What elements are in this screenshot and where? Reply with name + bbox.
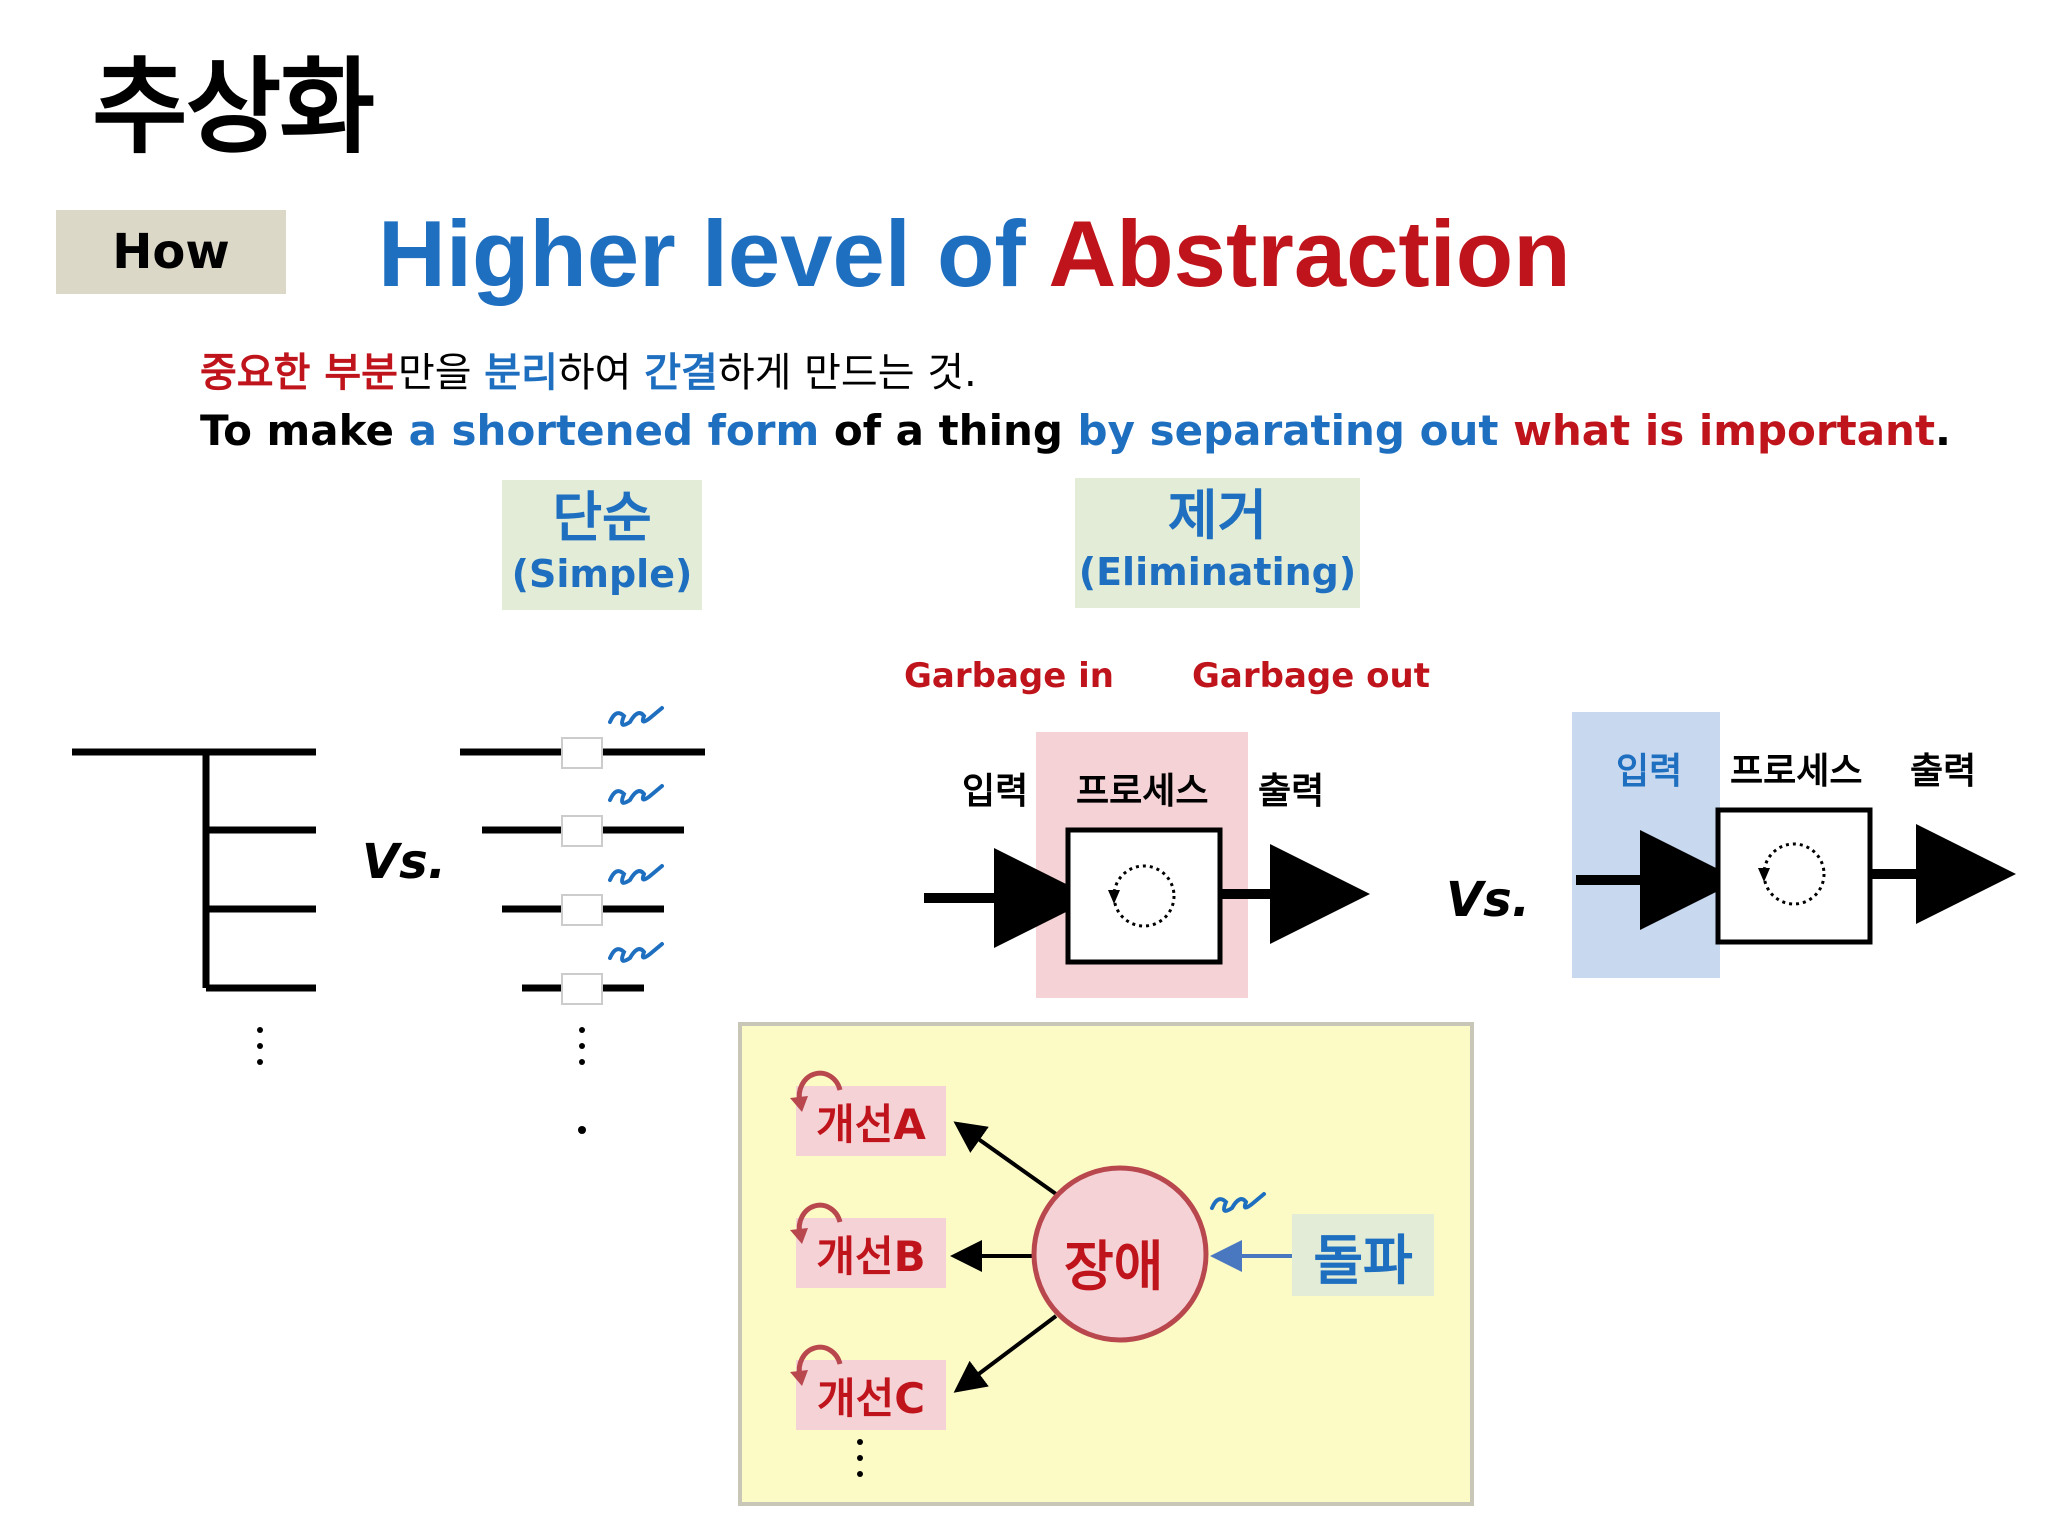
left-process-label: 프로세스 — [1076, 771, 1209, 812]
spiral-icon — [608, 864, 664, 885]
right-process-label: 프로세스 — [1730, 751, 1863, 792]
subtitle-ko-text3: 하게 만드는 것. — [717, 350, 977, 396]
subtitle-en-shortened: a shortened form — [408, 406, 820, 455]
eliminating-box: 제거 (Eliminating) — [1075, 478, 1360, 608]
separated-lines-diagram — [460, 748, 705, 992]
garbage-in-label: Garbage in — [904, 656, 1114, 696]
spiral-icon — [608, 784, 664, 805]
loop-icon — [796, 1070, 843, 1377]
right-input-label: 입력 — [1616, 751, 1683, 792]
improvement-a-label: 개선A — [816, 1099, 926, 1149]
subtitle-en-period: . — [1935, 406, 1951, 455]
headline: Higher level of Abstraction — [378, 200, 1571, 308]
simple-label-en: (Simple) — [511, 552, 693, 596]
cycle-icon — [1758, 842, 1826, 906]
subtitle-en-text2: of a thing — [819, 406, 1078, 455]
vs-label-left: Vs. — [362, 834, 446, 890]
subtitle-en-text1: To make — [200, 406, 409, 455]
page-title: 추상화 — [92, 46, 375, 168]
garbage-out-label: Garbage out — [1192, 656, 1430, 696]
headline-part1: Higher level of — [378, 201, 1049, 306]
subtitle-en-separating: by separating out — [1077, 406, 1499, 455]
headline-part2: Abstraction — [1048, 201, 1571, 306]
tree-diagram-left — [72, 748, 316, 992]
simple-label-ko: 단순 — [552, 486, 652, 549]
subtitle-ko-important: 중요한 부분 — [200, 350, 398, 396]
obstacle-arrows — [950, 1121, 1058, 1393]
spiral-icon — [608, 942, 664, 963]
improvement-b-box: 개선B — [796, 1218, 946, 1288]
subtitle-korean: 중요한 부분만을 분리하여 간결하게 만드는 것. — [200, 340, 977, 398]
left-input-label: 입력 — [962, 771, 1029, 812]
how-badge-label: How — [112, 224, 230, 280]
separated-lines-ellipsis — [578, 1027, 586, 1134]
tree-left-ellipsis — [257, 1027, 263, 1065]
separator-boxes — [561, 737, 603, 1005]
loop-arrowheads — [790, 1096, 808, 1386]
improvement-c-box: 개선C — [796, 1360, 946, 1430]
right-output-label: 출력 — [1910, 751, 1977, 792]
simple-box: 단순 (Simple) — [502, 480, 702, 610]
breakthrough-label: 돌파 — [1313, 1228, 1413, 1292]
obstacle-circle — [1031, 1165, 1209, 1343]
improvement-c-label: 개선C — [816, 1373, 926, 1423]
subtitle-en-important: what is important — [1498, 406, 1936, 455]
cycle-icon — [1108, 864, 1176, 928]
subtitle-ko-separate: 분리 — [484, 350, 558, 396]
subtitle-ko-concise: 간결 — [644, 350, 718, 396]
improvement-b-label: 개선B — [816, 1231, 926, 1281]
vs-label-right: Vs. — [1446, 872, 1530, 928]
spiral-icon — [608, 706, 664, 727]
obstacle-label: 장애 — [1064, 1235, 1164, 1298]
spiral-icon — [1210, 1192, 1266, 1213]
improvement-a-box: 개선A — [796, 1086, 946, 1156]
breakthrough-box: 돌파 — [1292, 1214, 1434, 1296]
subtitle-english: To make a shortened form of a thing by s… — [200, 406, 1951, 455]
eliminating-label-ko: 제거 — [1167, 484, 1268, 547]
panel-ellipsis — [857, 1439, 863, 1477]
subtitle-ko-text1: 만을 — [397, 350, 485, 396]
left-output-label: 출력 — [1258, 771, 1325, 812]
how-badge: How — [56, 210, 286, 294]
process-diagram-left — [924, 827, 1370, 965]
subtitle-ko-text2: 하여 — [557, 350, 645, 396]
eliminating-label-en: (Eliminating) — [1078, 550, 1357, 594]
process-diagram-right — [1576, 807, 2016, 945]
